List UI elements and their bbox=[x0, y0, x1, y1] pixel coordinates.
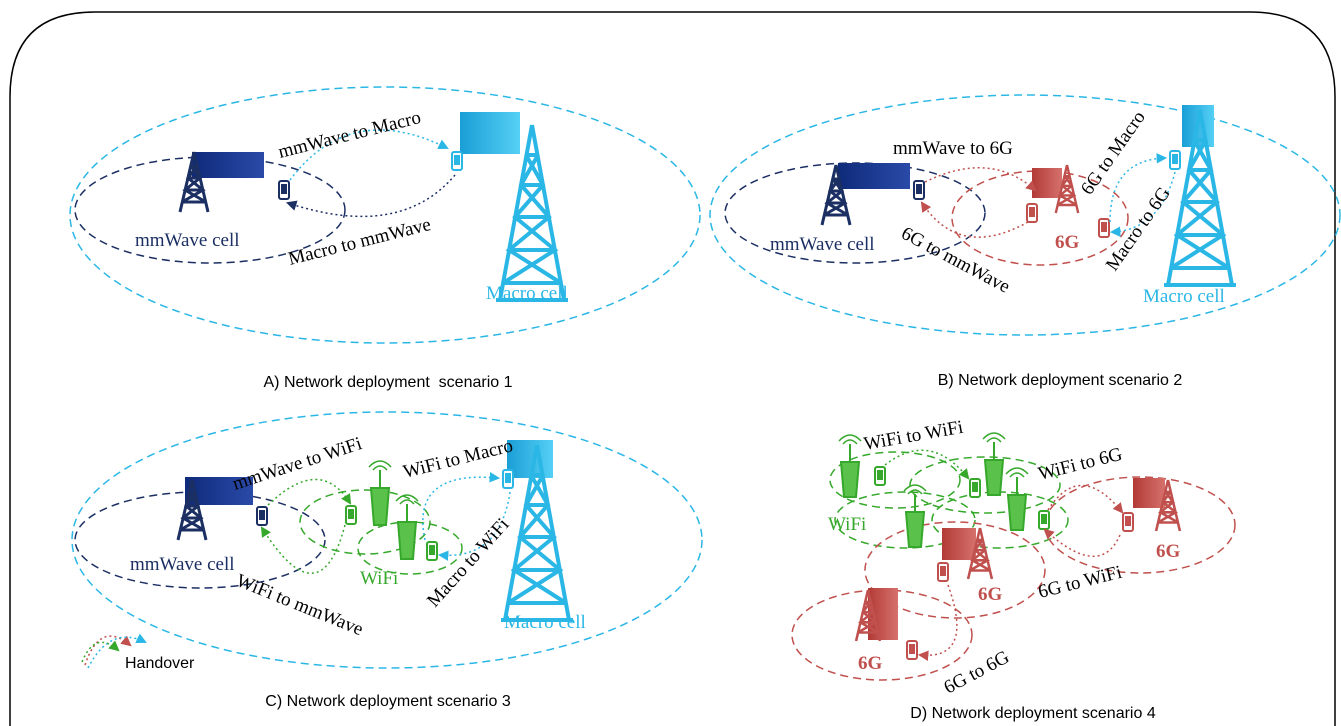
sixg-cell-boundary bbox=[864, 521, 1046, 619]
handover-arrow bbox=[1109, 171, 1176, 237]
phone-icon bbox=[345, 505, 357, 525]
sixg-tower-icon bbox=[854, 588, 898, 643]
handover-label: WiFi to WiFi bbox=[862, 417, 965, 455]
macro-cell-boundary bbox=[71, 411, 703, 669]
scenario-a: mmWave to Macro Macro to mmWave mmWave c… bbox=[69, 86, 701, 391]
sixg-cell-label: 6G bbox=[858, 653, 883, 674]
phone-icon bbox=[1098, 218, 1110, 238]
phone-icon bbox=[969, 478, 981, 498]
handover-arrow bbox=[260, 524, 346, 574]
caption: A) Network deployment scenario 1 bbox=[264, 374, 513, 391]
legend-label: Handover bbox=[125, 655, 195, 672]
wifi-router-icon bbox=[368, 460, 392, 526]
macro-tower-icon bbox=[1162, 105, 1238, 287]
handover-label: 6G to 6G bbox=[940, 647, 1013, 699]
handover-arrow bbox=[422, 472, 501, 541]
handover-arrow bbox=[437, 491, 511, 561]
wifi-cell-boundary bbox=[829, 451, 961, 509]
handover-label: Macro to WiFi bbox=[423, 514, 513, 611]
handover-arrow bbox=[286, 174, 456, 218]
scenario-c: mmWave to WiFi WiFi to mmWave WiFi to Ma… bbox=[71, 411, 703, 710]
mmwave-cell-boundary bbox=[74, 156, 346, 264]
phone-icon bbox=[913, 180, 925, 200]
handover-label: mmWave to Macro bbox=[276, 107, 423, 163]
handover-arrow bbox=[289, 129, 449, 181]
macro-tower-icon bbox=[499, 440, 575, 622]
handover-label: 6G to mmWave bbox=[898, 223, 1014, 298]
sixg-tower-icon bbox=[942, 526, 994, 581]
wifi-router-icon bbox=[903, 484, 927, 548]
sixg-tower-icon bbox=[1032, 163, 1080, 215]
wifi-cell-boundary bbox=[909, 456, 1061, 514]
wifi-router-icon bbox=[838, 434, 862, 498]
phone-icon bbox=[1169, 150, 1181, 170]
macro-cell-boundary bbox=[709, 94, 1341, 336]
phone-icon bbox=[256, 506, 268, 526]
macro-cell-label: Macro cell bbox=[1143, 286, 1225, 307]
handover-label: WiFi to mmWave bbox=[233, 570, 366, 640]
sixg-tower-icon bbox=[1133, 478, 1182, 533]
mmwave-tower-icon bbox=[820, 163, 910, 227]
mmwave-cell-label: mmWave cell bbox=[135, 230, 240, 251]
handover-label: WiFi to Macro bbox=[401, 435, 515, 483]
macro-cell-label: Macro cell bbox=[504, 612, 586, 633]
sixg-cell-boundary bbox=[1044, 476, 1236, 574]
wifi-cell-label: WiFi bbox=[360, 568, 398, 589]
macro-tower-icon bbox=[460, 112, 570, 302]
handover-label: mmWave to 6G bbox=[893, 138, 1013, 159]
handover-label: 6G to Macro bbox=[1077, 107, 1150, 199]
wifi-router-icon bbox=[1005, 467, 1029, 531]
wifi-cell-boundary bbox=[299, 489, 431, 555]
sixg-cell-label: 6G bbox=[978, 584, 1003, 605]
phone-icon bbox=[502, 469, 514, 489]
sixg-cell-boundary bbox=[951, 170, 1129, 266]
handover-arrow bbox=[1043, 528, 1121, 558]
handover-legend-icon bbox=[81, 633, 147, 669]
wifi-router-icon bbox=[395, 494, 419, 560]
handover-label: 6G to WiFi bbox=[1036, 562, 1124, 603]
sixg-cell-label: 6G bbox=[1055, 232, 1080, 253]
caption: B) Network deployment scenario 2 bbox=[938, 372, 1183, 389]
phone-icon bbox=[1122, 512, 1134, 532]
phone-icon bbox=[1026, 203, 1038, 223]
mmwave-cell-label: mmWave cell bbox=[130, 554, 235, 575]
phone-icon bbox=[451, 151, 463, 171]
phone-icon bbox=[278, 180, 290, 200]
mmwave-tower-icon bbox=[178, 150, 264, 214]
mmwave-tower-icon bbox=[176, 477, 253, 542]
macro-cell-boundary bbox=[69, 86, 701, 344]
handover-arrow bbox=[920, 201, 1029, 238]
handover-arrow bbox=[924, 167, 1037, 192]
phone-icon bbox=[906, 640, 918, 660]
handover-arrow bbox=[1047, 484, 1124, 514]
outer-frame bbox=[9, 11, 1336, 726]
mmwave-cell-label: mmWave cell bbox=[770, 234, 875, 255]
wifi-cell-boundary bbox=[834, 491, 976, 549]
sixg-cell-label: 6G bbox=[1156, 541, 1181, 562]
phone-icon bbox=[1038, 510, 1050, 530]
caption: D) Network deployment scenario 4 bbox=[910, 705, 1156, 722]
handover-label: Macro to mmWave bbox=[286, 214, 433, 270]
scenario-d: WiFi to WiFi WiFi to 6G 6G to WiFi 6G to… bbox=[791, 417, 1236, 722]
handover-arrow bbox=[917, 584, 958, 661]
phone-icon bbox=[874, 466, 886, 486]
mmwave-cell-boundary bbox=[74, 491, 326, 589]
wifi-cell-label: WiFi bbox=[828, 514, 866, 535]
phone-icon bbox=[937, 562, 949, 582]
wifi-router-icon bbox=[982, 432, 1006, 496]
scenario-b: mmWave to 6G 6G to mmWave 6G to Macro Ma… bbox=[709, 94, 1341, 389]
phone-icon bbox=[426, 541, 438, 561]
caption: C) Network deployment scenario 3 bbox=[265, 693, 511, 710]
handover-arrow bbox=[884, 449, 970, 480]
handover-label: mmWave to WiFi bbox=[230, 433, 364, 495]
macro-cell-label: Macro cell bbox=[486, 283, 568, 304]
handover-arrow bbox=[267, 478, 352, 506]
